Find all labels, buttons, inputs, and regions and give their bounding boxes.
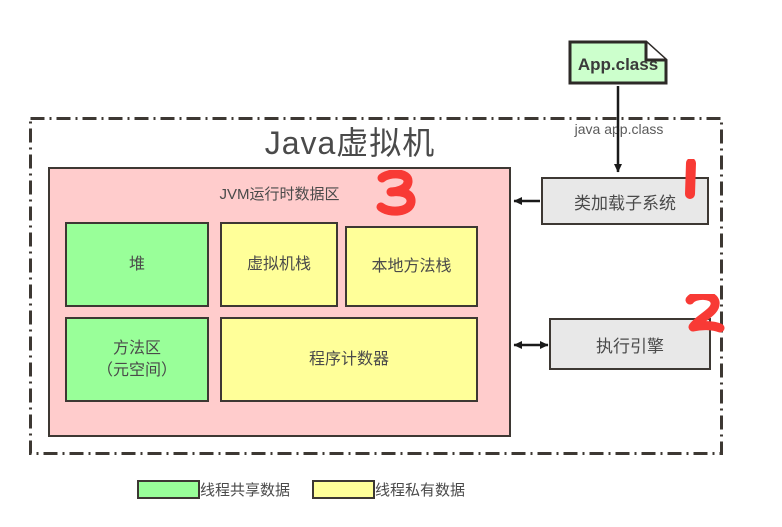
annotation-2 (685, 290, 725, 336)
region-method-area-line2: （元空间） (96, 361, 177, 379)
runtime-data-area-title: JVM运行时数据区 (219, 186, 340, 203)
jvm-boundary (29, 117, 723, 455)
region-program-counter-label: 程序计数器 (308, 350, 389, 368)
legend-label-shared: 线程共享数据 (200, 482, 291, 499)
jvm-boundary-outline (29, 117, 723, 455)
annotation-1 (682, 158, 700, 199)
legend: 线程共享数据 线程私有数据 (137, 479, 487, 500)
class-loader-subsystem: 类加载子系统 (541, 177, 709, 225)
app-class-label: App.class (577, 54, 659, 74)
region-heap: 堆 (65, 222, 209, 307)
region-native-method-stack: 本地方法栈 (345, 226, 478, 307)
region-program-counter: 程序计数器 (220, 317, 478, 402)
document-icon (568, 40, 668, 85)
app-class-node: App.class (568, 40, 668, 85)
region-method-area-line1: 方法区 (112, 339, 161, 357)
class-loader-subsystem-label: 类加载子系统 (574, 193, 676, 213)
execution-engine: 执行引擎 (549, 318, 711, 370)
region-vm-stack: 虚拟机栈 (220, 222, 338, 307)
region-method-area: 方法区 （元空间） (65, 317, 209, 402)
region-heap-label: 堆 (128, 255, 145, 273)
legend-swatch-shared (137, 480, 200, 499)
legend-swatch-private (312, 480, 376, 499)
annotation-3-glyph (376, 169, 416, 216)
execution-engine-label: 执行引擎 (596, 336, 664, 356)
region-native-method-stack-label: 本地方法栈 (371, 257, 452, 275)
annotation-2-glyph (685, 290, 725, 333)
region-method-area-label: 方法区 （元空间） (97, 338, 177, 381)
annotation-3 (375, 169, 421, 216)
legend-label-private: 线程私有数据 (375, 482, 466, 499)
annotation-1-glyph (685, 158, 696, 199)
region-vm-stack-label: 虚拟机栈 (246, 255, 311, 273)
page-title: Java虚拟机 (264, 125, 436, 161)
